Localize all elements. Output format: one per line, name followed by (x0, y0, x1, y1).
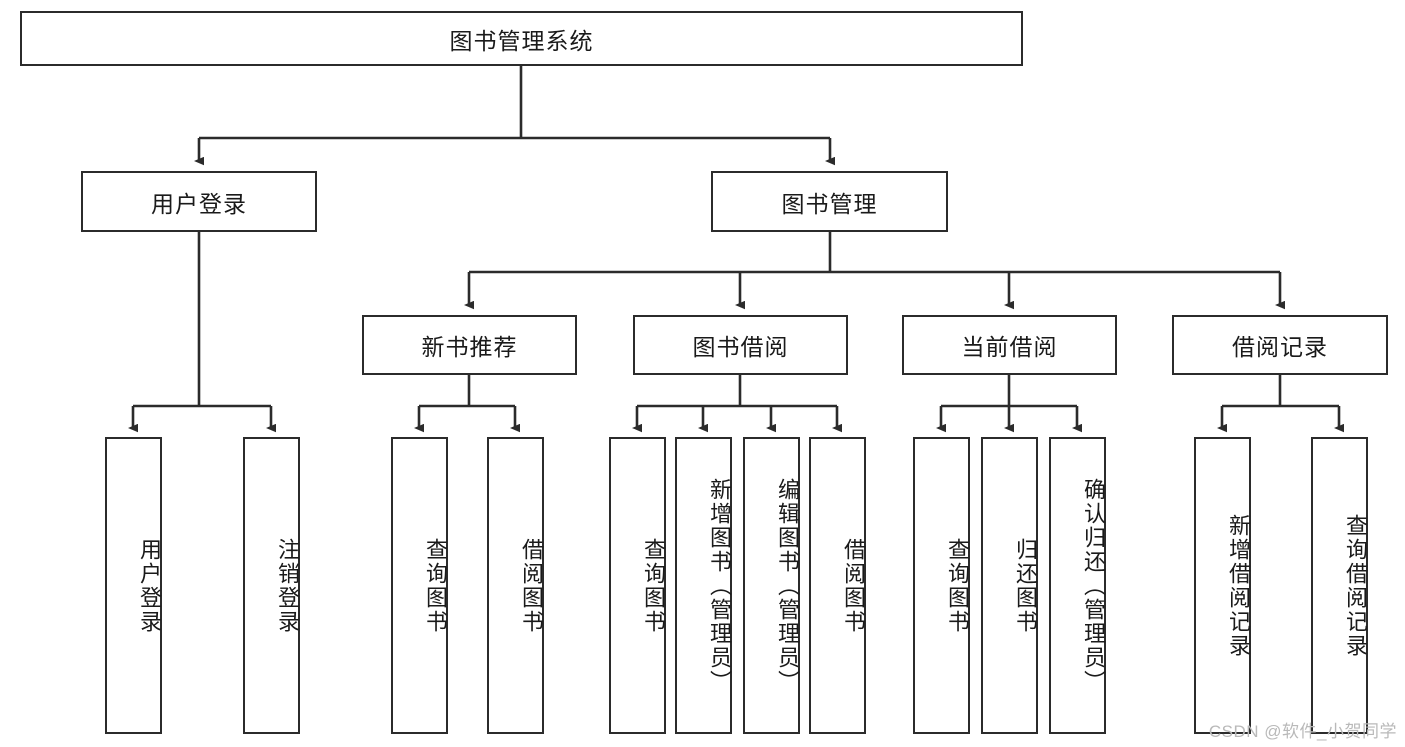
node-label: 归还图书 (1013, 537, 1038, 634)
node-label: 图书管理系统 (449, 27, 594, 54)
leaf-new-book-borrow[interactable]: 借阅图书 (487, 437, 544, 734)
leaf-current-borrow-query[interactable]: 查询图书 (913, 437, 970, 734)
leaf-user-login-login[interactable]: 用户登录 (105, 437, 162, 734)
node-label: 用户登录 (151, 190, 247, 217)
leaf-book-borrow-query[interactable]: 查询图书 (609, 437, 666, 734)
node-label: 借阅图书 (841, 537, 866, 634)
node-label: 查询图书 (945, 537, 970, 634)
node-current-borrow[interactable]: 当前借阅 (902, 315, 1117, 375)
node-book-borrow[interactable]: 图书借阅 (633, 315, 848, 375)
node-book-management[interactable]: 图书管理 (711, 171, 948, 232)
node-label: 新增图书（管理员） (707, 477, 732, 694)
node-label: 图书借阅 (692, 334, 789, 360)
leaf-current-borrow-return[interactable]: 归还图书 (981, 437, 1038, 734)
watermark: CSDN @软件_小贺同学 (1208, 722, 1397, 741)
node-label: 新书推荐 (421, 334, 518, 360)
node-label: 用户登录 (137, 537, 162, 634)
node-new-book-recommend[interactable]: 新书推荐 (362, 315, 577, 375)
node-label: 借阅记录 (1232, 334, 1328, 360)
leaf-book-borrow-edit[interactable]: 编辑图书（管理员） (743, 437, 800, 734)
leaf-new-book-query[interactable]: 查询图书 (391, 437, 448, 734)
node-label: 图书管理 (781, 190, 878, 217)
node-label: 查询借阅记录 (1343, 513, 1368, 658)
node-label: 确认归还（管理员） (1081, 477, 1106, 694)
node-borrow-record[interactable]: 借阅记录 (1172, 315, 1388, 375)
node-label: 查询图书 (641, 537, 666, 634)
node-label: 新增借阅记录 (1226, 513, 1251, 658)
leaf-book-borrow-add[interactable]: 新增图书（管理员） (675, 437, 732, 734)
node-root-book-management-system[interactable]: 图书管理系统 (20, 11, 1023, 66)
leaf-current-borrow-confirm-return[interactable]: 确认归还（管理员） (1049, 437, 1106, 734)
node-label: 编辑图书（管理员） (775, 477, 800, 694)
node-label: 借阅图书 (519, 537, 544, 634)
leaf-borrow-record-add[interactable]: 新增借阅记录 (1194, 437, 1251, 734)
node-label: 注销登录 (275, 537, 300, 634)
node-label: 查询图书 (423, 537, 448, 634)
leaf-book-borrow-borrow[interactable]: 借阅图书 (809, 437, 866, 734)
leaf-borrow-record-query[interactable]: 查询借阅记录 (1311, 437, 1368, 734)
node-label: 当前借阅 (961, 334, 1058, 360)
leaf-user-login-logout[interactable]: 注销登录 (243, 437, 300, 734)
node-user-login[interactable]: 用户登录 (81, 171, 317, 232)
